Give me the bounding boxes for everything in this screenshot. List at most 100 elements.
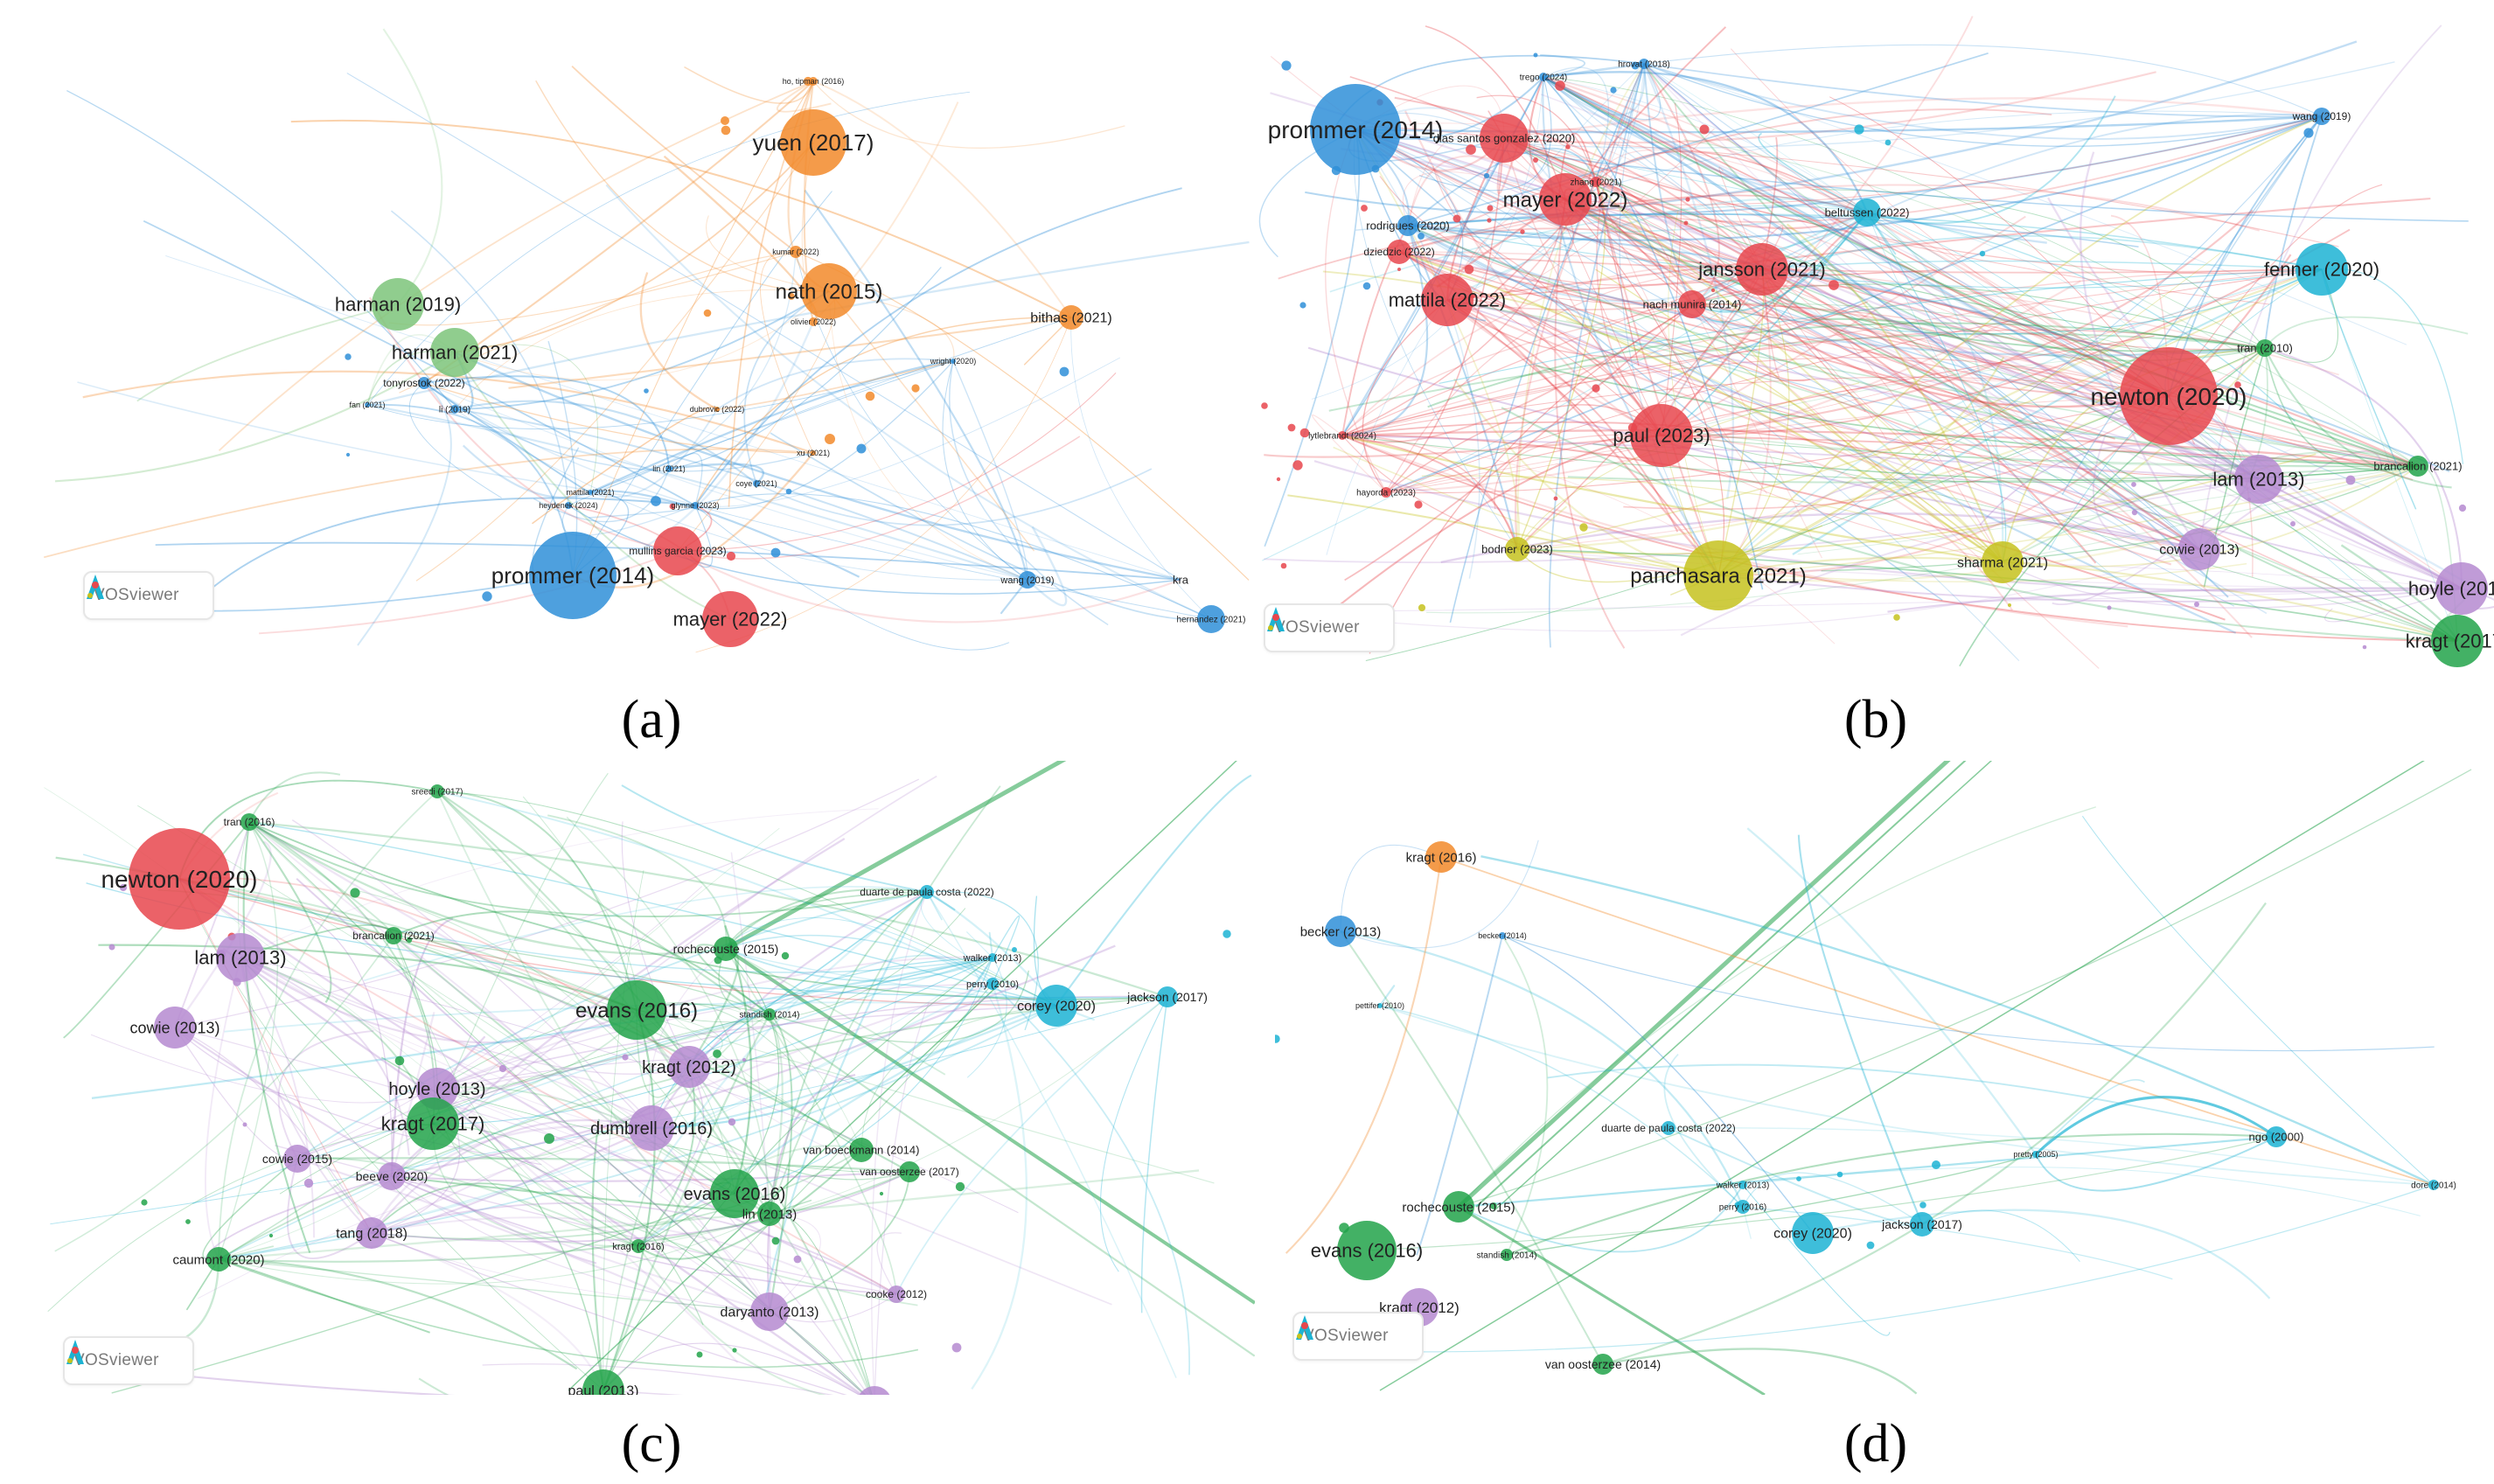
- node-circle[interactable]: [565, 502, 572, 509]
- node-circle[interactable]: [1019, 571, 1036, 589]
- node-circle[interactable]: [365, 402, 370, 408]
- node-circle[interactable]: [154, 1007, 196, 1049]
- network-node[interactable]: duarte de paula costa (2022): [860, 885, 994, 899]
- network-node[interactable]: tonyrostok (2022): [383, 377, 465, 389]
- network-node[interactable]: tang (2018): [336, 1217, 408, 1249]
- network-node[interactable]: sreedi (2017): [412, 784, 463, 798]
- network-node[interactable]: dore (2014): [2411, 1180, 2456, 1191]
- node-circle[interactable]: [430, 328, 479, 377]
- network-node[interactable]: cowie (2015): [262, 1145, 332, 1173]
- network-node[interactable]: duarte de paula costa (2022): [1601, 1121, 1736, 1135]
- node-circle[interactable]: [1337, 1221, 1397, 1280]
- network-node[interactable]: ho, tipman (2016): [783, 77, 845, 86]
- network-node[interactable]: sharma (2021): [1957, 541, 2048, 583]
- node-circle[interactable]: [988, 953, 997, 962]
- network-node[interactable]: fan (2021): [349, 401, 385, 409]
- node-circle[interactable]: [888, 1285, 905, 1303]
- network-node[interactable]: kragt (2017): [381, 1097, 485, 1150]
- node-circle[interactable]: [1035, 985, 1077, 1027]
- network-node[interactable]: kragt (2012): [642, 1046, 736, 1088]
- network-node[interactable]: van boeckmann (2014): [804, 1138, 920, 1162]
- node-circle[interactable]: [750, 1292, 789, 1331]
- network-node[interactable]: brancalion (2021): [2373, 456, 2463, 477]
- network-node[interactable]: hernandez (2021): [1177, 605, 1246, 633]
- node-circle[interactable]: [1397, 215, 1418, 236]
- nodes[interactable]: prommer (2014)dias santos gonzalez (2020…: [1268, 59, 2494, 667]
- node-circle[interactable]: [1639, 59, 1649, 69]
- node-circle[interactable]: [2295, 243, 2348, 296]
- network-node[interactable]: retallack (2013): [826, 1386, 923, 1395]
- node-circle[interactable]: [385, 927, 402, 944]
- network-node[interactable]: olivier (2022): [791, 317, 836, 326]
- network-node[interactable]: cooke (2012): [866, 1285, 927, 1303]
- network-node[interactable]: xu (2021): [797, 449, 830, 457]
- network-graph-b[interactable]: prommer (2014)dias santos gonzalez (2020…: [1255, 16, 2494, 669]
- node-circle[interactable]: [2313, 108, 2330, 125]
- network-node[interactable]: dubrovic (2022): [690, 405, 745, 414]
- nodes[interactable]: kragt (2016)becker (2013)becker (2014)pe…: [1300, 841, 2456, 1375]
- network-node[interactable]: walker (2013): [963, 953, 1022, 964]
- network-node[interactable]: heydenek (2024): [539, 501, 598, 510]
- network-node[interactable]: wang (2019): [2292, 108, 2351, 125]
- node-circle[interactable]: [668, 1046, 710, 1088]
- network-node[interactable]: beeve (2020): [356, 1162, 428, 1190]
- node-circle[interactable]: [206, 1247, 231, 1272]
- network-node[interactable]: harman (2021): [392, 328, 518, 377]
- network-node[interactable]: jackson (2017): [1126, 986, 1208, 1007]
- network-node[interactable]: lytlebrandt (2024): [1308, 431, 1376, 442]
- network-node[interactable]: brancalion (2021): [352, 927, 435, 944]
- node-circle[interactable]: [629, 1105, 674, 1151]
- node-circle[interactable]: [1443, 1191, 1474, 1223]
- node-circle[interactable]: [790, 246, 802, 258]
- network-node[interactable]: rodrigues (2020): [1366, 215, 1450, 236]
- node-circle[interactable]: [714, 407, 720, 412]
- network-node[interactable]: yuen (2017): [753, 109, 874, 176]
- node-circle[interactable]: [1310, 84, 1401, 175]
- network-node[interactable]: kumar (2022): [772, 246, 819, 258]
- node-circle[interactable]: [407, 1097, 459, 1150]
- network-node[interactable]: becker (2013): [1300, 916, 1382, 947]
- node-circle[interactable]: [2407, 456, 2428, 477]
- network-node[interactable]: mayer (2022): [673, 591, 788, 647]
- network-node[interactable]: glynne (2023): [671, 501, 719, 510]
- network-node[interactable]: lam (2013): [194, 933, 287, 982]
- node-circle[interactable]: [1982, 541, 2024, 583]
- node-circle[interactable]: [1736, 1200, 1750, 1214]
- node-circle[interactable]: [2435, 562, 2488, 615]
- network-node[interactable]: lin (2021): [652, 464, 686, 473]
- node-circle[interactable]: [1157, 986, 1178, 1007]
- network-node[interactable]: kragt (2017): [2406, 615, 2494, 667]
- node-circle[interactable]: [920, 885, 934, 899]
- node-circle[interactable]: [1325, 916, 1356, 947]
- network-node[interactable]: rochecouste (2015): [1402, 1191, 1515, 1223]
- network-node[interactable]: tran (2016): [224, 813, 275, 831]
- node-circle[interactable]: [430, 784, 444, 798]
- network-node[interactable]: mullins garcia (2023): [629, 526, 727, 575]
- network-node[interactable]: lin (2013): [742, 1202, 798, 1226]
- node-circle[interactable]: [418, 377, 430, 389]
- node-circle[interactable]: [857, 1386, 892, 1395]
- network-node[interactable]: kra: [1173, 574, 1189, 587]
- network-node[interactable]: mattila (2022): [1389, 274, 1507, 326]
- network-node[interactable]: daryanto (2013): [721, 1292, 819, 1331]
- node-circle[interactable]: [811, 450, 816, 456]
- network-node[interactable]: coye (2021): [735, 479, 777, 488]
- network-node[interactable]: perry (2016): [1719, 1200, 1766, 1214]
- nodes[interactable]: yuen (2017)nath (2015)bithas (2021)ho, t…: [335, 77, 1246, 647]
- node-circle[interactable]: [1910, 1212, 1934, 1237]
- network-node[interactable]: corey (2020): [1773, 1212, 1852, 1254]
- node-circle[interactable]: [1678, 290, 1706, 318]
- node-circle[interactable]: [1338, 431, 1347, 440]
- node-circle[interactable]: [899, 1161, 920, 1182]
- network-node[interactable]: corey (2020): [1017, 985, 1096, 1027]
- node-circle[interactable]: [1662, 1121, 1675, 1135]
- network-node[interactable]: zhang (2021): [1571, 177, 1622, 188]
- network-graph-c[interactable]: newton (2020)lam (2013)cowie (2013)branc…: [44, 761, 1255, 1395]
- node-circle[interactable]: [780, 109, 846, 176]
- network-node[interactable]: standish (2014): [1477, 1249, 1537, 1261]
- node-circle[interactable]: [1630, 404, 1693, 467]
- node-circle[interactable]: [1381, 487, 1391, 498]
- network-node[interactable]: bodner (2023): [1481, 537, 1553, 561]
- network-node[interactable]: pretty (2005): [2013, 1150, 2058, 1159]
- node-circle[interactable]: [378, 1162, 406, 1190]
